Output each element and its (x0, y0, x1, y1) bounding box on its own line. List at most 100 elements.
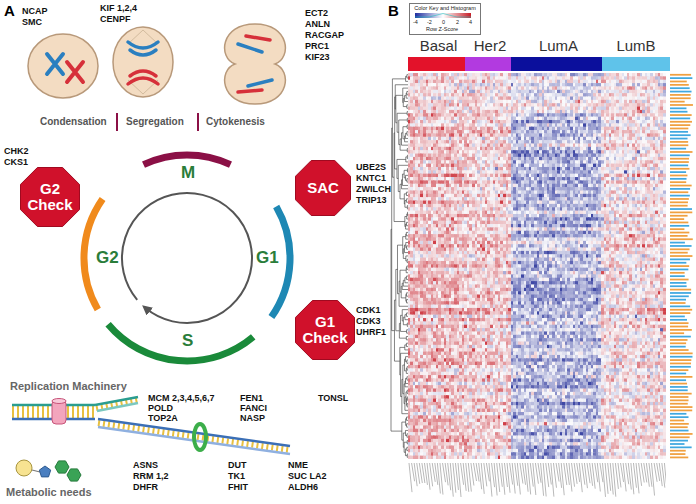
row-dendrogram (391, 75, 408, 458)
key-label: Row Z-Score (426, 26, 458, 33)
gene-label: CENPF (100, 14, 131, 24)
gene-label: ZWILCH (356, 184, 391, 194)
checkpoint-label: G2 Check (24, 181, 76, 213)
octagon-shape (21, 168, 80, 227)
phase-separator (116, 113, 118, 131)
subtype-color-bar (465, 57, 515, 71)
gene-label: POLD (148, 403, 173, 413)
phase-label: M (181, 163, 195, 183)
phase-section-label: Segregation (126, 116, 184, 128)
gene-label: CKS1 (4, 157, 28, 167)
gene-label: MCM 2,3,4,5,6,7 (148, 393, 215, 403)
heatmap (408, 73, 666, 459)
cell-drawing (238, 44, 272, 86)
dna-drawing (194, 424, 206, 450)
cell-drawing (128, 71, 158, 84)
octagon-shape (296, 161, 351, 216)
cell-drawing (128, 30, 158, 94)
subtype-color-bar (602, 57, 670, 71)
phase-label: S (182, 331, 193, 351)
key-label: 2 (456, 19, 459, 26)
key-histogram (415, 13, 471, 18)
dna-drawing (97, 403, 138, 411)
cell-drawing (28, 24, 285, 104)
checkpoint-octagon: G1 Check (295, 300, 355, 360)
metabolite-icon (16, 460, 32, 476)
panel-letter: B (388, 2, 399, 19)
gene-label: KNTC1 (356, 173, 386, 183)
cell-drawing (238, 36, 270, 92)
group-heading: Replication Machinery (10, 380, 127, 393)
gene-label: DHFR (133, 482, 158, 492)
row-dendrogram (390, 73, 408, 459)
key-title: Color Key and Histogram (410, 5, 480, 12)
cycle-arrow (122, 193, 252, 323)
cell-cycle-ring (108, 324, 253, 361)
cell-cycle-ring (84, 155, 290, 361)
gene-label: TOP2A (148, 413, 178, 423)
dna-drawing (52, 399, 66, 404)
key-label: 4 (469, 19, 472, 26)
cell-drawing (113, 27, 173, 97)
gene-label: CHK2 (4, 146, 29, 156)
group-heading: Metabolic needs (6, 486, 92, 499)
subtype-color-bar (408, 57, 469, 71)
gene-label: ALDH6 (288, 482, 318, 492)
dna-drawing (12, 397, 290, 454)
checkpoint-label: G1 Check (299, 314, 351, 346)
gene-label: TRIP13 (356, 195, 387, 205)
phase-section-label: Condensation (40, 116, 107, 128)
subtype-column: LumB (602, 37, 670, 71)
metabolite-icon (67, 469, 81, 481)
gene-label: SMC (22, 17, 42, 27)
column-marks (408, 461, 666, 501)
subtype-label: Basal (408, 37, 469, 55)
gene-label: SUC LA2 (288, 471, 327, 481)
cell-drawing (67, 62, 83, 82)
gene-label: KIF23 (305, 52, 330, 62)
gene-label: CDK3 (356, 316, 381, 326)
dna-drawing (98, 423, 290, 450)
metabolite-icon (55, 461, 69, 473)
subtype-column: Her2 (465, 37, 515, 71)
cell-drawing (225, 24, 286, 104)
gene-label: TK1 (228, 471, 245, 481)
checkpoint-label: SAC (307, 180, 339, 196)
gene-label: ANLN (305, 19, 330, 29)
subtype-label: LumB (602, 37, 670, 55)
gene-label: RACGAP (305, 30, 344, 40)
subtype-label: LumA (511, 37, 606, 55)
gene-label: ASNS (133, 460, 158, 470)
gene-label: KIF 1,2,4 (100, 3, 137, 13)
checkpoint-octagon: SAC (295, 160, 351, 216)
phase-separator (197, 113, 199, 131)
gene-label: NME (288, 460, 308, 470)
key-label: -2 (427, 19, 432, 26)
key-label: -4 (413, 19, 418, 26)
gene-label: NCAP (22, 6, 48, 16)
gene-label: TONSL (318, 393, 348, 403)
panel-letter: A (4, 2, 15, 19)
phase-section-label: Cytokenesis (206, 116, 265, 128)
gene-label: FHIT (228, 482, 248, 492)
gene-label: RRM 1,2 (133, 471, 169, 481)
metabolite-icon (16, 460, 81, 481)
subtype-color-bar (511, 57, 606, 71)
metabolite-icon (32, 470, 40, 472)
metabolite-icon (39, 466, 50, 477)
gene-label: ECT2 (305, 8, 328, 18)
key-label: 0 (442, 19, 445, 26)
key-histogram (415, 14, 471, 18)
phase-label: G1 (256, 248, 279, 268)
gene-label: UHRF1 (356, 327, 386, 337)
checkpoint-octagon: G2 Check (20, 167, 80, 227)
phase-label: G2 (96, 248, 119, 268)
gene-label: DUT (228, 460, 247, 470)
gene-label: PRC1 (305, 41, 329, 51)
gene-label: UBE2S (356, 162, 386, 172)
gene-label: FANCI (240, 403, 267, 413)
row-marks (668, 73, 696, 459)
key-gradient (415, 13, 471, 18)
subtype-column: Basal (408, 37, 469, 71)
